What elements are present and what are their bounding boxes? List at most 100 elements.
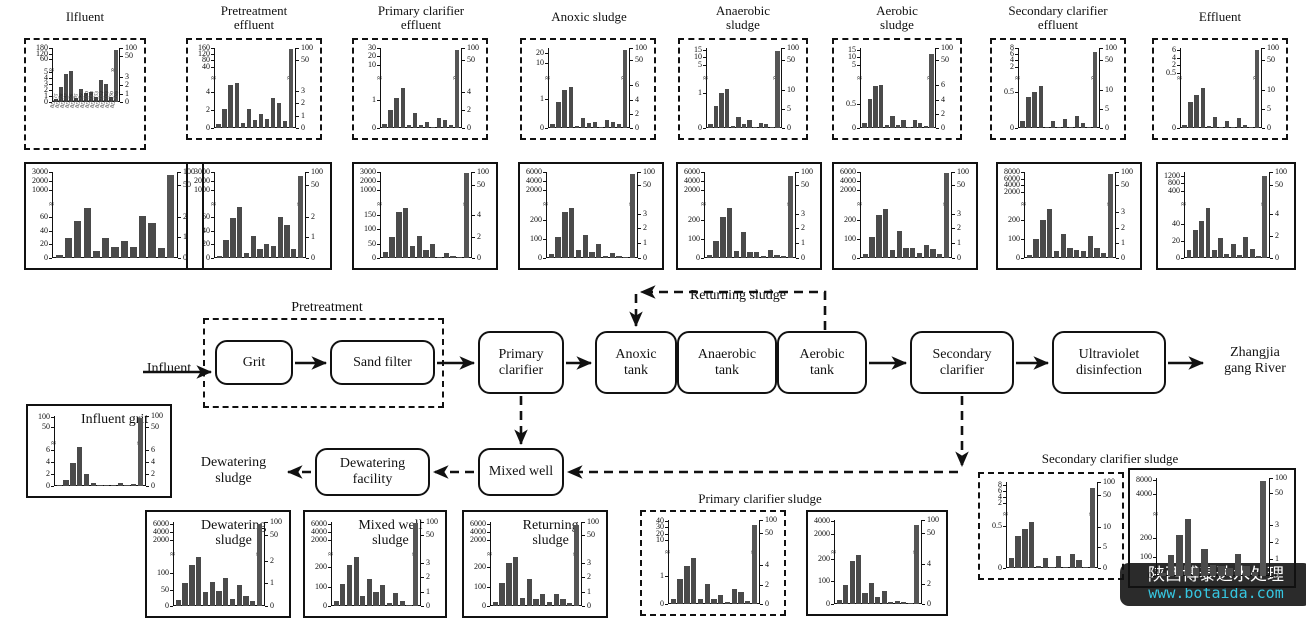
bar	[1176, 535, 1183, 576]
bar	[1194, 94, 1200, 128]
bar	[1074, 116, 1080, 128]
y2-tick	[638, 243, 641, 245]
y-tick-label: 4	[1172, 52, 1176, 62]
y-tick	[487, 524, 490, 525]
y-tick	[211, 128, 214, 129]
y2-tick	[936, 60, 939, 62]
y2-tick	[146, 416, 149, 417]
y2-tick-label: 1	[801, 238, 805, 248]
flow-unit-grit[interactable]: Grit	[215, 340, 293, 385]
bar	[706, 254, 712, 258]
y-tick-label: 50	[42, 422, 50, 432]
y2-tick	[306, 216, 309, 218]
flow-unit-ultraviolet-disinfection-label: Ultraviolet disinfection	[1075, 346, 1143, 378]
y-tick	[1181, 191, 1184, 193]
flow-unit-sand-filter[interactable]: Sand filter	[330, 340, 435, 385]
y-tick-label: 2000	[311, 535, 327, 545]
y2-tick	[1270, 542, 1273, 544]
y2-tick	[1098, 495, 1101, 497]
y-tick-label: 1000	[360, 184, 376, 194]
bar	[745, 600, 751, 604]
bar	[1248, 127, 1254, 128]
y-tick-label: 0	[1010, 123, 1014, 132]
flow-unit-primary-clarifier[interactable]: Primary clarifier	[478, 331, 564, 394]
y2-tick	[146, 486, 149, 487]
bar	[730, 126, 735, 128]
bar	[54, 98, 58, 102]
y2-tick	[796, 185, 799, 187]
flow-unit-anoxic-tank[interactable]: Anoxic tank	[595, 331, 677, 394]
y-tick	[49, 230, 52, 232]
flow-unit-mixed-well[interactable]: Mixed well	[478, 448, 564, 496]
y-tick	[49, 95, 52, 97]
y2-tick	[952, 213, 955, 215]
flow-unit-aerobic-tank[interactable]: Aerobic tank	[777, 331, 867, 394]
y-tick-label: 6	[1010, 49, 1014, 59]
bar	[202, 592, 209, 606]
bar	[1056, 127, 1062, 128]
y-tick-label: 6000	[311, 519, 327, 529]
y2-tick	[952, 243, 955, 245]
flow-unit-anaerobic-tank[interactable]: Anaerobic tank	[677, 331, 777, 394]
bar	[1015, 535, 1021, 568]
bar	[533, 599, 539, 606]
y-tick-label: 5	[698, 60, 702, 70]
y2-tick	[922, 583, 925, 585]
bar	[412, 112, 418, 128]
bar	[1186, 250, 1192, 258]
flow-unit-secondary-clarifier[interactable]: Secondary clarifier	[910, 331, 1014, 394]
bar	[1251, 571, 1259, 576]
bar	[519, 598, 526, 606]
y-tick	[211, 189, 214, 191]
bar	[720, 217, 726, 258]
y-tick-label: 4000	[526, 175, 542, 185]
y2-tick-label: 4	[151, 456, 155, 466]
bar	[910, 248, 916, 258]
y-axis-left	[706, 48, 708, 128]
bar	[894, 600, 900, 604]
flow-unit-dewatering-facility[interactable]: Dewatering facility	[315, 448, 430, 496]
y-axis-right	[1098, 48, 1100, 128]
bar	[1224, 253, 1230, 258]
y2-tick-label: 0	[801, 253, 805, 262]
flow-unit-mixed-well-label: Mixed well	[488, 464, 554, 479]
axis-break-marker: ≈	[545, 73, 550, 84]
y-axis-left	[52, 48, 54, 102]
bar	[236, 584, 242, 606]
y2-tick-label: 0	[635, 123, 639, 132]
y-tick-label: 0	[165, 601, 169, 610]
flow-unit-ultraviolet-disinfection[interactable]: Ultraviolet disinfection	[1052, 331, 1166, 394]
y2-tick	[582, 522, 585, 523]
y2-tick	[1100, 108, 1103, 110]
receiving-river-label: Zhangjia gang River	[1224, 345, 1286, 376]
bar	[258, 114, 264, 128]
y2-tick-label: 0	[426, 601, 430, 610]
y2-tick	[265, 522, 268, 523]
bar	[1159, 572, 1166, 576]
y-tick-label: 400	[1168, 186, 1180, 196]
bar	[875, 597, 881, 604]
bar	[1080, 251, 1087, 258]
y-tick-label: 100	[530, 233, 542, 243]
y2-tick	[472, 236, 475, 238]
y2-tick-label: 50	[477, 180, 485, 190]
y-tick	[857, 219, 860, 221]
bar	[1205, 208, 1211, 258]
bar	[264, 243, 270, 258]
y2-tick	[1116, 212, 1119, 214]
y-tick-label: 120	[36, 48, 48, 58]
y2-tick	[1262, 128, 1265, 129]
y2-tick	[421, 591, 424, 593]
y2-tick	[421, 562, 424, 564]
y-tick	[1177, 65, 1180, 67]
y2-tick	[1100, 128, 1103, 129]
bar	[424, 121, 430, 128]
y2-tick-label: 100	[787, 43, 799, 52]
y2-tick-label: 0	[787, 123, 791, 132]
bar	[1256, 256, 1261, 258]
y-tick-label: 40	[1172, 218, 1180, 228]
y-tick	[328, 606, 331, 607]
y2-tick-label: 50	[787, 55, 795, 65]
y2-tick-label: 10	[1267, 84, 1275, 94]
